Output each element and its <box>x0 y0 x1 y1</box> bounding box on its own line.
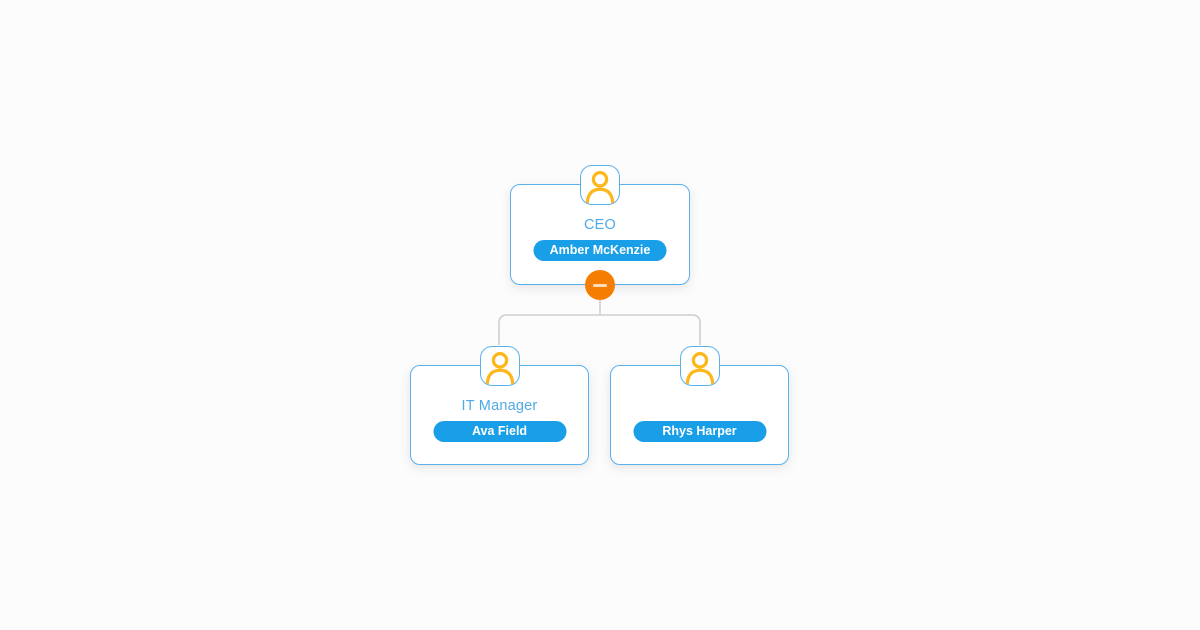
person-icon <box>580 165 620 205</box>
org-node-ceo[interactable]: CEO Amber McKenzie <box>510 165 690 300</box>
employee-name-badge: Rhys Harper <box>633 421 766 442</box>
person-icon <box>479 346 520 386</box>
org-node-member[interactable]: Rhys Harper <box>610 346 789 465</box>
node-title: CEO <box>583 217 617 233</box>
collapse-button[interactable] <box>585 270 615 300</box>
employee-name-badge: Ava Field <box>433 421 566 442</box>
minus-icon <box>593 283 607 287</box>
employee-name-badge: Amber McKenzie <box>533 240 667 261</box>
org-node-it-manager[interactable]: IT Manager Ava Field <box>410 346 589 465</box>
person-icon <box>679 346 720 386</box>
node-title <box>611 398 788 415</box>
node-title: IT Manager <box>461 398 538 414</box>
